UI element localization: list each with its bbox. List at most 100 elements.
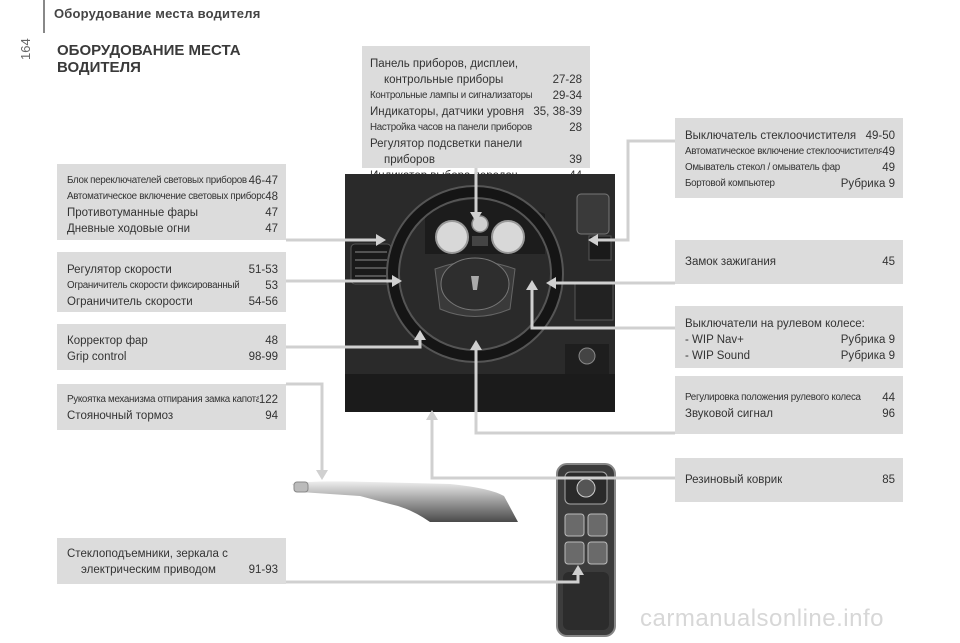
box-row: Выключатели на рулевом колесе: <box>685 316 895 332</box>
row-page: 44 <box>882 392 895 404</box>
bonnet-box: Рукоятка механизма отпирания замка капот… <box>57 384 286 430</box>
row-page: 51-53 <box>248 264 278 276</box>
box-row: Настройка часов на панели приборов 28 <box>370 120 582 136</box>
row-text: Grip control <box>67 351 127 363</box>
row-text: - WIP Sound <box>685 350 750 362</box>
row-page: 48 <box>265 335 278 347</box>
row-page: 46-47 <box>248 175 278 187</box>
row-text: - WIP Nav+ <box>685 334 744 346</box>
box-row: Дневные ходовые огни 47 <box>67 221 278 237</box>
row-page: Рубрика 9 <box>840 350 895 362</box>
row-page: 47 <box>265 207 278 219</box>
row-text: Индикаторы, датчики уровня <box>370 106 525 118</box>
box-row: Рукоятка механизма отпирания замка капот… <box>67 392 278 408</box>
row-text: Рукоятка механизма отпирания замка капот… <box>67 394 259 405</box>
row-page: 48 <box>265 191 278 203</box>
box-row: приборов 39 <box>370 152 582 168</box>
row-text: Автоматическое включение стеклоочистител… <box>685 146 883 157</box>
row-text: Регулятор подсветки панели <box>370 138 523 150</box>
box-row: - WIP Nav+Рубрика 9 <box>685 332 895 348</box>
window-switch-illustration <box>553 462 619 638</box>
box-row: контрольные приборы 27-28 <box>370 72 582 88</box>
row-text: Бортовой компьютер <box>685 178 775 189</box>
row-page: 94 <box>265 410 278 422</box>
row-text: контрольные приборы <box>384 74 504 86</box>
page-title-line2: ВОДИТЕЛЯ <box>57 59 141 76</box>
parking-brake-illustration <box>290 462 522 522</box>
ignition-box: Замок зажигания 45 <box>675 240 903 284</box>
row-text: приборов <box>384 154 435 166</box>
row-text: Панель приборов, дисплеи, <box>370 58 519 70</box>
box-row: Стояночный тормоз 94 <box>67 408 278 424</box>
row-text: Звуковой сигнал <box>685 408 773 420</box>
box-row: Регулировка положения рулевого колеса 44 <box>685 390 895 406</box>
row-page: 54-56 <box>248 296 278 308</box>
row-page: Рубрика 9 <box>840 178 895 190</box>
row-text: Резиновый коврик <box>685 474 783 486</box>
windows-box: Стеклоподъемники, зеркала с электрически… <box>57 538 286 584</box>
row-page: 47 <box>265 223 278 235</box>
box-row: Замок зажигания 45 <box>685 254 895 270</box>
dashboard-photo <box>345 174 615 412</box>
row-text: Замок зажигания <box>685 256 776 268</box>
row-text: Дневные ходовые огни <box>67 223 191 235</box>
box-row: Звуковой сигнал 96 <box>685 406 895 422</box>
row-page: 45 <box>882 256 895 268</box>
row-page: 85 <box>882 474 895 486</box>
box-row: - WIP Sound Рубрика 9 <box>685 348 895 364</box>
box-row: Корректор фар 48 <box>67 333 278 349</box>
instruments-box: Панель приборов, дисплеи, контрольные пр… <box>362 46 590 182</box>
row-text: Стояночный тормоз <box>67 410 174 422</box>
row-text: Выключатели на рулевом колесе: <box>685 318 865 330</box>
row-page: 122 <box>258 394 278 406</box>
row-text: электрическим приводом <box>81 564 216 576</box>
box-row: Панель приборов, дисплеи, <box>370 56 582 72</box>
page-title: ОБОРУДОВАНИЕ МЕСТА ВОДИТЕЛЯ <box>57 42 241 76</box>
row-text: Омыватель стекол / омыватель фар <box>685 162 840 173</box>
mat-box: Резиновый коврик 85 <box>675 458 903 502</box>
box-row: электрическим приводом 91-93 <box>67 562 278 578</box>
box-row: Стеклоподъемники, зеркала с <box>67 546 278 562</box>
headlamp-box: Корректор фар 48 Grip control 98-99 <box>57 324 286 370</box>
box-row: Grip control 98-99 <box>67 349 278 365</box>
row-text: Стеклоподъемники, зеркала с <box>67 548 228 560</box>
row-text: Регулировка положения рулевого колеса <box>685 392 861 403</box>
row-text: Автоматическое включение световых прибор… <box>67 191 266 202</box>
row-page: 91-93 <box>248 564 278 576</box>
row-text: Выключатель стеклоочистителя <box>685 130 857 142</box>
row-text: Настройка часов на панели приборов <box>370 122 532 133</box>
row-page: 53 <box>265 280 278 292</box>
row-text: Корректор фар <box>67 335 148 347</box>
row-page: 29-34 <box>552 90 582 102</box>
box-row: Регулятор подсветки панели <box>370 136 582 152</box>
row-page: 49 <box>882 162 895 174</box>
row-page: 49 <box>882 146 895 158</box>
row-page: 96 <box>882 408 895 420</box>
page-header-title: Оборудование места водителя <box>54 6 261 21</box>
page-number: 164 <box>18 38 33 60</box>
row-page: 39 <box>569 154 582 166</box>
row-text: Блок переключателей световых приборов <box>67 175 247 186</box>
page-title-line1: ОБОРУДОВАНИЕ МЕСТА <box>57 42 241 59</box>
row-page: 98-99 <box>248 351 278 363</box>
wheel-controls-box: Выключатели на рулевом колесе: - WIP Nav… <box>675 306 903 368</box>
parking-brake-icon <box>292 481 518 522</box>
box-row: Резиновый коврик 85 <box>685 472 895 488</box>
header-bar <box>43 0 45 33</box>
row-page: 27-28 <box>552 74 582 86</box>
row-page: 28 <box>569 122 582 134</box>
box-row: Бортовой компьютер Рубрика 9 <box>685 176 895 192</box>
box-row: Омыватель стекол / омыватель фар 49 <box>685 160 895 176</box>
window-switch-icon <box>556 463 616 637</box>
box-row: Автоматическое включение световых прибор… <box>67 189 278 205</box>
